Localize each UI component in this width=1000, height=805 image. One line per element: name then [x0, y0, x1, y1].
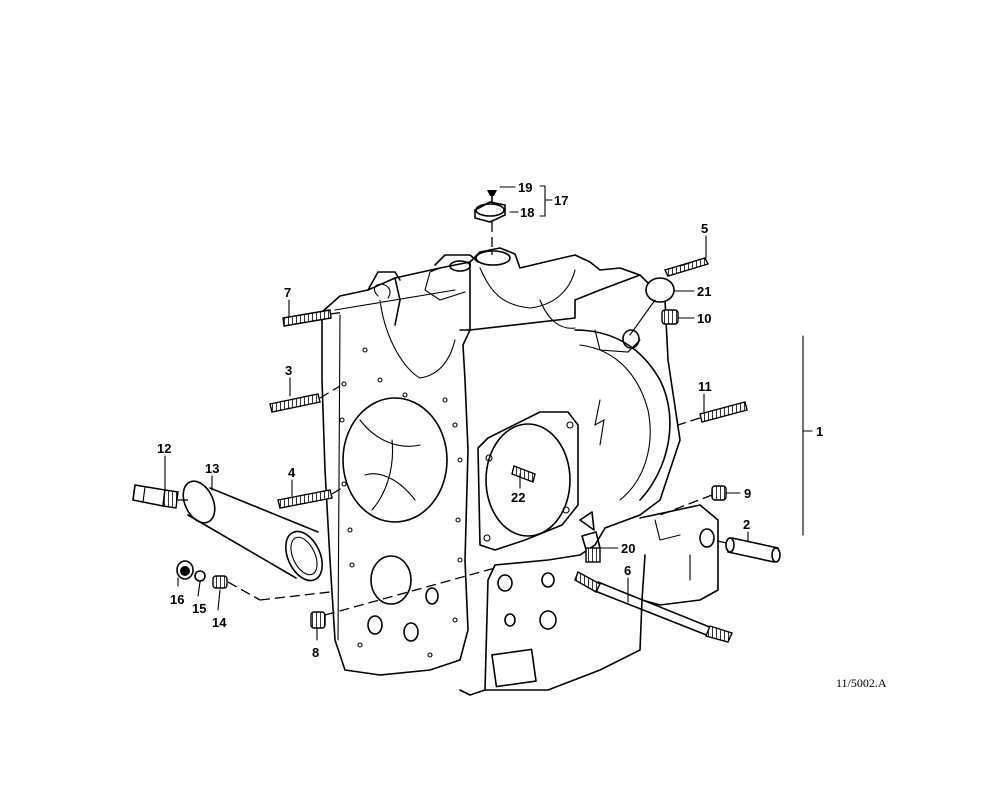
part-fitting-20 — [579, 511, 601, 563]
callout-11: 11 — [698, 379, 712, 394]
callout-3: 3 — [285, 363, 292, 378]
callout-10: 10 — [697, 311, 711, 326]
callout-1: 1 — [816, 424, 823, 439]
callout-18: 18 — [520, 205, 534, 220]
callout-22: 22 — [511, 490, 525, 505]
part-set-14-16 — [176, 560, 331, 601]
callout-5: 5 — [701, 221, 708, 236]
callout-16: 16 — [170, 592, 184, 607]
callout-20: 20 — [621, 541, 635, 556]
callout-21: 21 — [697, 284, 711, 299]
part-plug-21 — [629, 277, 675, 336]
part-stud-3 — [269, 385, 341, 413]
callout-12: 12 — [157, 441, 171, 456]
part-pin-2 — [711, 537, 781, 563]
part-stud-22 — [511, 465, 536, 483]
part-cap-assembly — [474, 190, 506, 255]
part-nut-10 — [661, 309, 679, 325]
callout-7: 7 — [284, 285, 291, 300]
callout-8: 8 — [312, 645, 319, 660]
part-stud-5 — [664, 257, 709, 277]
part-nut-9 — [659, 485, 727, 516]
drawing-reference-code: 11/5002.A — [836, 676, 887, 690]
callout-13: 13 — [205, 461, 219, 476]
callout-2: 2 — [743, 517, 750, 532]
part-nut-8 — [310, 567, 496, 629]
callout-4: 4 — [288, 465, 296, 480]
callout-9: 9 — [744, 486, 751, 501]
part-plug-12 — [132, 484, 179, 509]
part-stud-11 — [677, 401, 748, 426]
callout-6: 6 — [624, 563, 631, 578]
crankcase-housing — [321, 247, 719, 696]
part-sleeve-13 — [178, 480, 323, 582]
callout-19: 19 — [518, 180, 532, 195]
part-stud-4 — [277, 485, 346, 509]
part-stud-7 — [282, 309, 346, 327]
callout-labels: 19 17 18 5 7 21 10 3 11 1 12 13 4 9 22 2… — [157, 180, 823, 660]
part-stud-6 — [574, 570, 733, 643]
callout-17: 17 — [554, 193, 568, 208]
callout-14: 14 — [212, 615, 227, 630]
callout-15: 15 — [192, 601, 206, 616]
flange-bolt-holes — [339, 347, 463, 658]
leader-lines — [164, 185, 813, 641]
